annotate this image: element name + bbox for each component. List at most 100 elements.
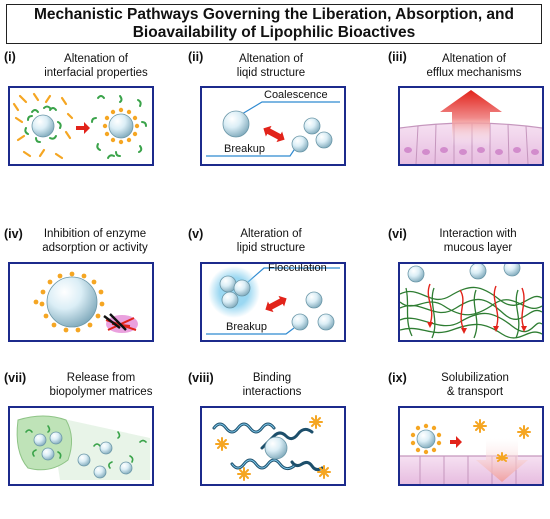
enzyme-inhibition-illustration: [33, 271, 138, 333]
panel-ix-caption: Solubilization & transport: [420, 372, 530, 399]
efflux-arrow: [440, 90, 502, 146]
panel-vii-caption-line1: Release from: [66, 372, 136, 384]
enzyme-complex: [103, 313, 138, 333]
panel-vi-caption: Interaction with mucous layer: [418, 228, 538, 255]
panel-vi-caption-line1: Interaction with: [439, 228, 517, 240]
interfacial-exchange-illustration: [12, 92, 147, 160]
figure-title: Mechanistic Pathways Governing the Liber…: [6, 4, 542, 44]
panel-ix-caption-line2: & transport: [446, 385, 504, 398]
floc-droplet: [219, 275, 237, 293]
small-droplet: [291, 135, 309, 153]
panel-viii-caption-line1: Binding: [252, 372, 292, 384]
panel-iii-efflux: [398, 86, 544, 166]
droplet: [407, 265, 425, 283]
flocculation-label: Flocculation: [268, 262, 327, 274]
panel-iv-caption: Inhibition of enzyme adsorption or activ…: [20, 228, 170, 255]
droplet: [41, 447, 55, 461]
flocculation-illustration: [206, 266, 340, 335]
floc-glow: [208, 266, 260, 318]
droplet: [49, 431, 63, 445]
coalescence-illustration: [206, 101, 340, 157]
droplet: [503, 264, 521, 277]
double-arrow: [263, 125, 285, 143]
panel-iv-numeral: (iv): [4, 227, 23, 241]
right-coated-droplet: [91, 95, 147, 159]
solubilization-illustration: [400, 419, 542, 484]
panel-iii-caption: Altenation of efflux mechanisms: [414, 53, 534, 80]
panel-i-caption: Altenation of interfacial properties: [36, 53, 156, 80]
micelle-corona: [410, 423, 442, 455]
small-droplet: [315, 131, 333, 149]
diffusion-arrowheads: [427, 322, 527, 334]
panel-v-lipid-structure: Flocculation Breakup: [200, 262, 346, 342]
panel-vii-biopolymer: [8, 406, 154, 486]
panel-ii-caption: Altenation of liqid structure: [216, 53, 326, 80]
droplet: [33, 433, 47, 447]
floc-droplet: [221, 291, 239, 309]
title-line-1: Mechanistic Pathways Governing the Liber…: [34, 6, 514, 23]
panel-iv-enzyme: [8, 262, 154, 342]
panel-viii-caption-line2: interactions: [242, 385, 302, 398]
floc-droplet: [233, 279, 251, 297]
droplet: [93, 465, 107, 479]
mucin-network: [400, 286, 542, 339]
small-droplet: [303, 117, 321, 135]
panel-v-caption: Alteration of lipid structure: [216, 228, 326, 255]
diffusion-paths: [427, 283, 525, 331]
small-droplet: [305, 291, 323, 309]
panel-ii-numeral: (ii): [188, 50, 204, 64]
panel-iv-caption-line2: adsorption or activity: [42, 241, 148, 254]
transport-arrow: [450, 436, 462, 448]
panel-vi-mucous: [398, 262, 544, 342]
panel-viii-numeral: (viii): [188, 371, 214, 385]
double-arrow: [265, 295, 287, 313]
panel-vii-caption-line2: biopolymer matrices: [49, 385, 153, 398]
panel-ii-liquid-structure: Coalescence Breakup: [200, 86, 346, 166]
panel-i-numeral: (i): [4, 50, 16, 64]
large-droplet: [222, 110, 250, 138]
small-droplet: [317, 313, 335, 331]
binding-interactions-illustration: [212, 415, 331, 481]
efflux-illustration: [400, 90, 542, 164]
released-bioactives: [473, 419, 531, 462]
small-droplet: [291, 313, 309, 331]
panel-vi-caption-line2: mucous layer: [443, 241, 513, 254]
panel-viii-binding: [200, 406, 346, 486]
panel-i-caption-line1: Altenation of: [64, 53, 128, 65]
coalescence-label: Coalescence: [264, 89, 328, 101]
droplet: [77, 453, 91, 467]
mucous-layer-illustration: [400, 264, 542, 339]
panel-ix-caption-line1: Solubilization: [441, 372, 509, 384]
exchange-arrow: [76, 122, 90, 134]
panel-ix-solubilization: [398, 406, 544, 486]
central-droplet: [264, 436, 288, 460]
droplet: [119, 461, 133, 475]
panel-vii-numeral: (vii): [4, 371, 27, 385]
panel-vi-numeral: (vi): [388, 227, 407, 241]
breakup-label: Breakup: [226, 321, 267, 333]
title-line-2: Bioavailability of Lipophilic Bioactives: [132, 24, 416, 41]
panel-iii-caption-line1: Altenation of: [442, 53, 506, 65]
droplet: [99, 441, 113, 455]
panel-iv-caption-line1: Inhibition of enzyme: [43, 228, 147, 240]
mixed-micelle: [416, 429, 436, 449]
panel-i-caption-line2: interfacial properties: [44, 66, 148, 79]
droplet: [469, 264, 487, 280]
panel-ii-caption-line1: Altenation of: [239, 53, 303, 65]
panel-ix-numeral: (ix): [388, 371, 407, 385]
chain-highlights: [213, 423, 295, 470]
panel-ii-caption-line2: liqid structure: [236, 66, 306, 79]
lipid-droplet: [46, 276, 98, 328]
panel-v-caption-line2: lipid structure: [236, 241, 306, 254]
panel-i-interfacial: [8, 86, 154, 166]
panel-viii-caption: Binding interactions: [222, 372, 322, 399]
breakup-label: Breakup: [224, 143, 265, 155]
panel-v-caption-line1: Alteration of: [240, 228, 302, 240]
panel-iii-numeral: (iii): [388, 50, 407, 64]
panel-v-numeral: (v): [188, 227, 204, 241]
surfactant-corona: [33, 271, 105, 333]
left-coated-droplet: [12, 92, 74, 160]
panel-iii-caption-line2: efflux mechanisms: [426, 66, 522, 79]
biopolymer-release-illustration: [16, 415, 150, 480]
bioactive-molecules: [215, 415, 331, 481]
